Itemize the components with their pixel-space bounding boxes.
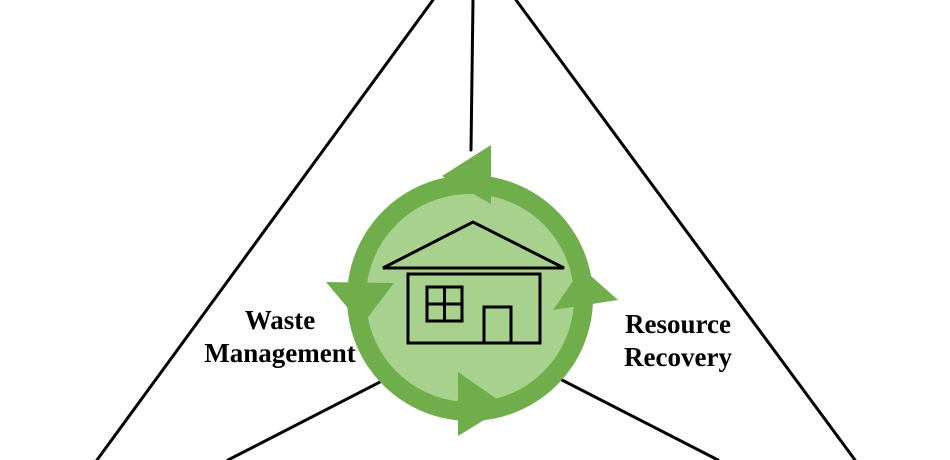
divider-line-bottom-left <box>226 379 384 460</box>
house-door <box>482 305 513 345</box>
label-waste-line1: Waste <box>244 305 316 335</box>
divider-lines <box>226 0 720 460</box>
label-resource-line1: Resource <box>625 309 731 339</box>
triangle-right-side <box>514 0 857 460</box>
label-resource-recovery: Resource Recovery <box>578 308 778 374</box>
cycle-arrow-left <box>326 282 394 325</box>
label-waste-management: Waste Management <box>180 304 380 370</box>
recycle-cycle-arrows-icon <box>326 145 618 436</box>
house-icon <box>382 220 565 345</box>
cycle-arrow-bottom <box>458 372 507 436</box>
triangle-left-side <box>95 0 435 460</box>
label-resource-line2: Recovery <box>624 342 732 372</box>
house-body <box>406 272 542 345</box>
label-waste-line2: Management <box>204 338 356 368</box>
triangle-outline <box>95 0 857 460</box>
divider-line-bottom-right <box>560 378 720 460</box>
cycle-arrow-top <box>442 145 491 204</box>
divider-line-top <box>469 0 475 152</box>
house-roof <box>382 220 565 270</box>
cycle-arrow-right <box>553 268 618 310</box>
